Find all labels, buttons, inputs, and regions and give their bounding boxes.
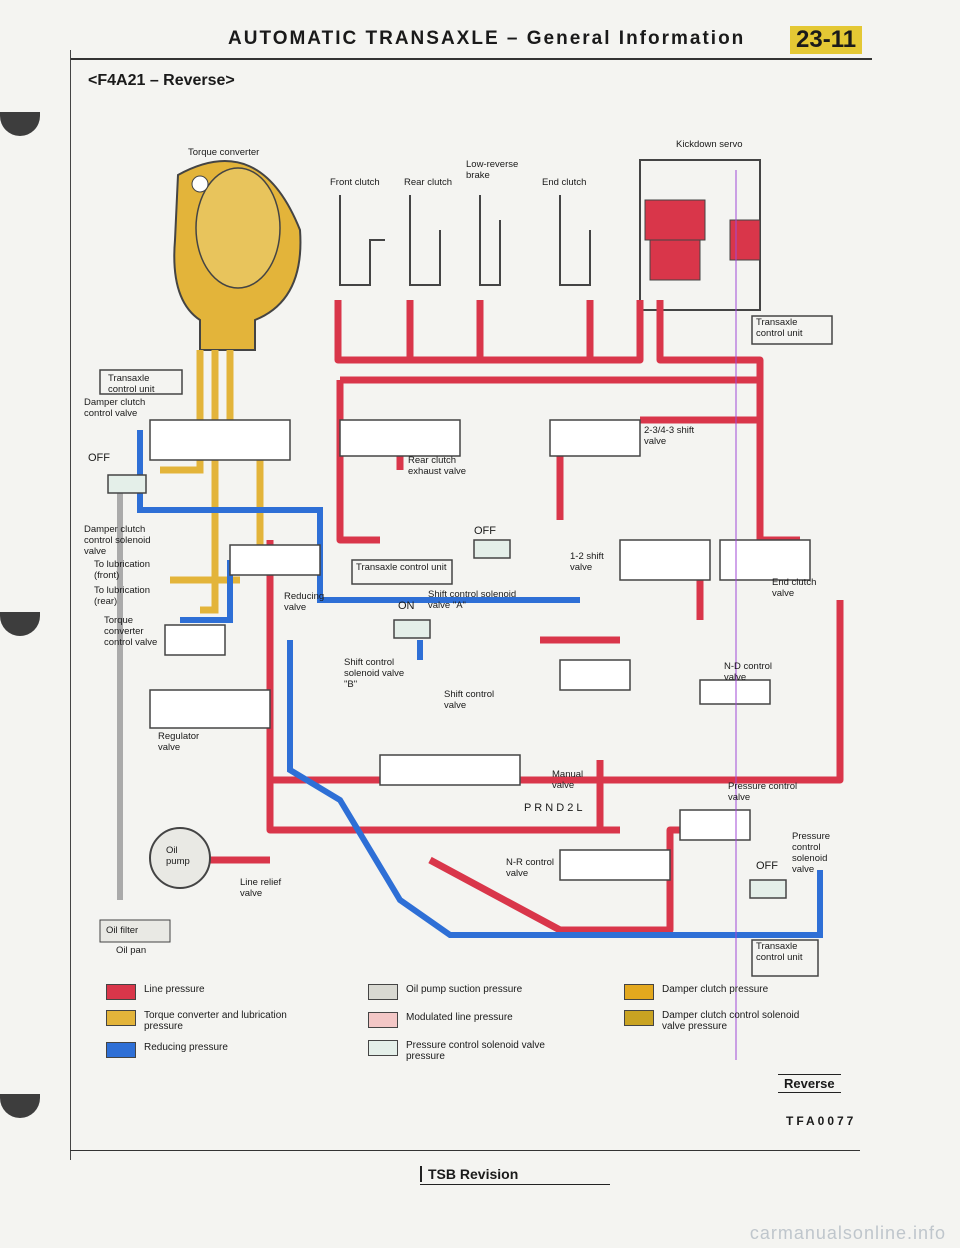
label-prnd2l: P R N D 2 L [524, 802, 583, 814]
legend-swatch [106, 1042, 136, 1058]
label-damper-clutch-solenoid: Damper clutch control solenoid valve [84, 524, 151, 557]
label-tcu-4: Transaxle control unit [756, 941, 803, 963]
label-tc-control-valve: Torque converter control valve [104, 615, 158, 648]
reducing-pressure-network [137, 430, 823, 938]
legend-swatch [368, 984, 398, 1000]
legend-swatch [624, 1010, 654, 1026]
figure-code: TFA0077 [786, 1114, 857, 1128]
end-clutch-valve-shape [719, 539, 811, 581]
low-reverse-brake-shape [479, 195, 501, 286]
label-off-1: OFF [88, 452, 110, 464]
control-unit-box-3 [751, 315, 833, 345]
torque-converter-control-valve-shape [164, 624, 226, 656]
label-off-3: OFF [756, 860, 778, 872]
label-shift-control-valve: Shift control valve [444, 689, 495, 711]
shift-solenoid-a-shape [473, 539, 511, 559]
label-pressure-control-solenoid: Pressure control solenoid valve [792, 831, 831, 875]
legend-item-reducing: Reducing pressure [106, 1042, 228, 1058]
label-front-clutch: Front clutch [330, 177, 380, 188]
label-shift-valve-234-3: 2-3/4-3 shift valve [644, 425, 695, 447]
legend-swatch [368, 1012, 398, 1028]
legend-swatch [368, 1040, 398, 1056]
legend-item-suction: Oil pump suction pressure [368, 984, 522, 1000]
shift-valve-12-shape [619, 539, 711, 581]
label-oil-filter: Oil filter [106, 925, 139, 936]
legend-item-lubrication: Torque converter and lubrication pressur… [106, 1010, 316, 1032]
torque-converter-shape [173, 160, 302, 351]
legend-item-damper-solenoid: Damper clutch control solenoid valve pre… [624, 1010, 824, 1032]
rear-clutch-exhaust-valve-shape [339, 419, 461, 457]
legend-swatch [106, 984, 136, 1000]
label-tcu-2: Transaxle control unit [356, 562, 447, 573]
manual-valve-shape [379, 754, 521, 786]
label-low-reverse-brake: Low-reverse brake [466, 159, 519, 181]
reducing-valve-shape [229, 544, 321, 576]
header-rule [70, 58, 872, 60]
legend-swatch [624, 984, 654, 1000]
label-tcu-1: Transaxle control unit [108, 373, 155, 395]
rear-clutch-shape [409, 195, 441, 286]
pressure-control-solenoid-shape [749, 879, 787, 899]
shift-control-valve-shape [559, 659, 631, 691]
label-rear-clutch: Rear clutch [404, 177, 453, 188]
page-header-title: AUTOMATIC TRANSAXLE – General Informatio… [228, 28, 746, 49]
label-pressure-control-valve: Pressure control valve [728, 781, 798, 803]
label-end-clutch-valve: End clutch valve [772, 577, 817, 599]
legend-item-damper-clutch: Damper clutch pressure [624, 984, 768, 1000]
label-damper-clutch-control-valve: Damper clutch control valve [84, 397, 146, 419]
damper-clutch-control-valve-shape [149, 419, 291, 461]
tsb-underline [420, 1184, 610, 1185]
pressure-control-valve-shape [679, 809, 751, 841]
label-kickdown-servo: Kickdown servo [676, 139, 743, 150]
footer-rule [70, 1150, 860, 1151]
nr-control-valve-shape [559, 849, 671, 881]
label-line-relief-valve: Line relief valve [240, 877, 282, 899]
label-off-2: OFF [474, 525, 496, 537]
label-nd-control-valve: N-D control valve [724, 661, 773, 683]
regulator-valve-shape [149, 689, 271, 729]
label-shift-valve-12: 1-2 shift valve [570, 551, 604, 573]
page-number: 23-11 [790, 26, 863, 54]
label-oil-pump: Oil pump [166, 845, 190, 867]
diagram-subtitle: <F4A21 – Reverse> [88, 72, 235, 89]
label-nr-control-valve: N-R control valve [506, 857, 555, 879]
label-tcu-3: Transaxle control unit [756, 317, 803, 339]
legend-item-modulated: Modulated line pressure [368, 1012, 513, 1028]
kickdown-servo-shape [639, 159, 761, 311]
watermark: carmanualsonline.info [749, 1223, 946, 1243]
label-reducing-valve: Reducing valve [284, 591, 325, 613]
label-shift-solenoid-b: Shift control solenoid valve "B" [344, 657, 405, 690]
nd-control-valve-shape [699, 679, 771, 705]
label-lubrication-front: To lubrication (front) [94, 559, 150, 581]
damper-clutch-solenoid-shape [107, 474, 147, 494]
control-unit-box-1 [99, 369, 183, 395]
label-regulator-valve: Regulator valve [158, 731, 200, 753]
legend-item-line-pressure: Line pressure [106, 984, 205, 1000]
legend-item-pc-solenoid: Pressure control solenoid valve pressure [368, 1040, 548, 1062]
mode-label: Reverse [778, 1074, 841, 1093]
label-oil-pan: Oil pan [116, 945, 147, 956]
front-clutch-shape [339, 195, 385, 286]
oil-pump-shape [99, 480, 211, 943]
label-manual-valve: Manual valve [552, 769, 584, 791]
label-lubrication-rear: To lubrication (rear) [94, 585, 150, 607]
control-unit-box-2 [351, 559, 453, 585]
label-torque-converter: Torque converter [188, 147, 260, 158]
shift-solenoid-b-shape [393, 619, 431, 639]
legend-swatch [106, 1010, 136, 1026]
tsb-revision: TSB Revision [420, 1166, 518, 1182]
label-on: ON [398, 600, 415, 612]
label-shift-solenoid-a: Shift control solenoid valve "A" [428, 589, 517, 611]
label-end-clutch: End clutch [542, 177, 587, 188]
control-unit-box-4 [751, 939, 819, 977]
end-clutch-shape [559, 195, 591, 286]
page-margin-line [70, 50, 71, 1160]
label-rear-clutch-exhaust-valve: Rear clutch exhaust valve [408, 455, 467, 477]
shift-valve-234-3-shape [549, 419, 641, 457]
